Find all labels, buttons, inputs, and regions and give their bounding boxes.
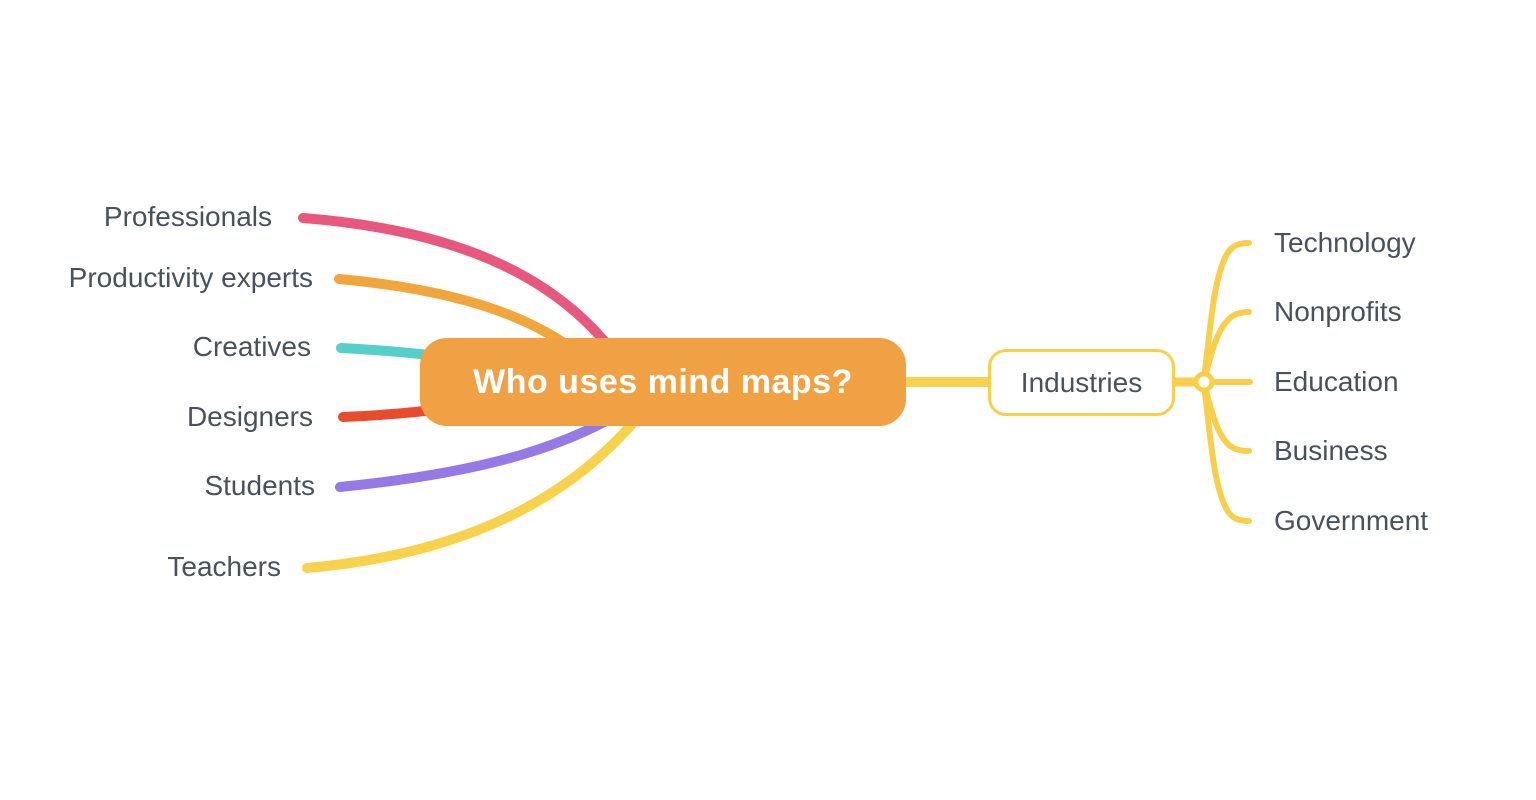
branch-label-professionals[interactable]: Professionals (103, 201, 272, 232)
central-topic[interactable]: Who uses mind maps? (420, 338, 906, 426)
branch-label-nonprofits[interactable]: Nonprofits (1274, 296, 1402, 327)
branch-label-productivity-experts[interactable]: Productivity experts (68, 262, 313, 293)
branch-line-government (1201, 383, 1252, 524)
industries-node[interactable]: Industries (988, 349, 1175, 416)
branch-label-technology[interactable]: Technology (1274, 227, 1416, 258)
branch-line-nonprofits (1201, 309, 1252, 383)
branch-label-designers[interactable]: Designers (186, 401, 313, 432)
branch-line-teachers (302, 397, 655, 573)
branch-line-technology (1201, 240, 1252, 381)
central-topic-label: Who uses mind maps? (473, 362, 853, 401)
branch-label-creatives[interactable]: Creatives (192, 331, 311, 362)
branch-label-government[interactable]: Government (1274, 505, 1429, 536)
branch-label-business[interactable]: Business (1274, 435, 1388, 466)
industries-label: Industries (1020, 366, 1143, 398)
branch-line-business (1201, 381, 1252, 454)
branch-label-teachers[interactable]: Teachers (167, 551, 281, 582)
branch-label-education[interactable]: Education (1274, 366, 1399, 397)
collapse-handle[interactable] (1193, 371, 1215, 393)
branch-label-students[interactable]: Students (204, 470, 315, 501)
